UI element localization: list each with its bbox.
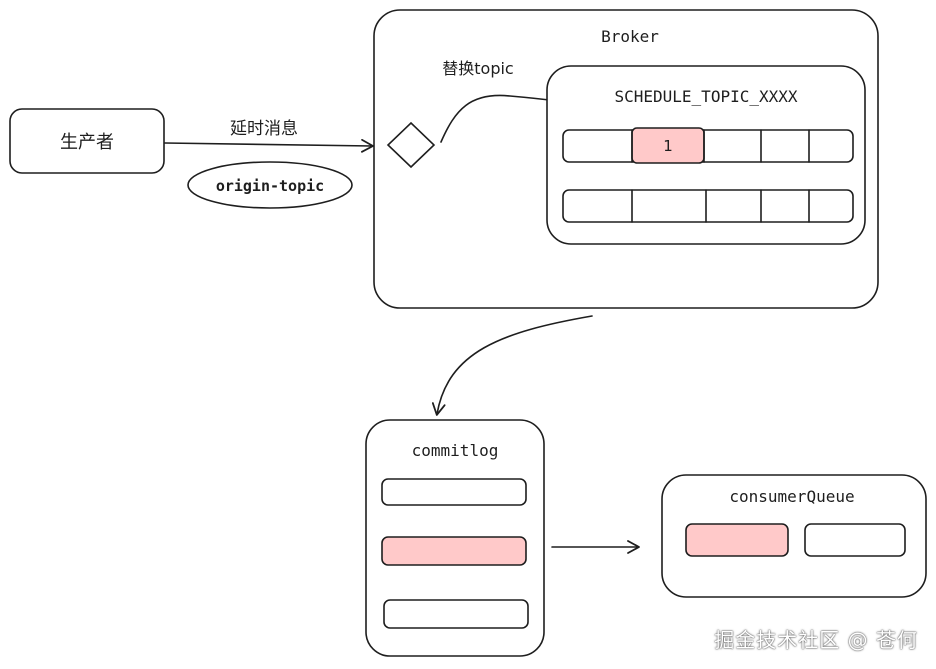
commitlog-container: commitlog xyxy=(365,419,545,657)
send-arrow-label: 延时消息 xyxy=(230,119,298,139)
consumer-queue-entry xyxy=(804,523,906,557)
commitlog-entry-highlighted xyxy=(381,536,527,566)
commitlog-entry xyxy=(381,478,527,506)
consumer-queue-entry-highlighted xyxy=(685,523,789,557)
broker-container: Broker 替换topic SCHEDULE_TOPIC_XXXX 1 xyxy=(373,9,879,309)
broker-title: Broker xyxy=(601,27,659,46)
send-arrow xyxy=(164,138,374,153)
watermark: 掘金技术社区 @ 苍何 xyxy=(714,628,918,652)
consumer-queue-title: consumerQueue xyxy=(729,487,854,506)
persist-arrow xyxy=(431,315,593,416)
schedule-queue-1-cell-label: 1 xyxy=(663,137,673,155)
schedule-queue-1: 1 xyxy=(562,127,854,164)
schedule-topic-title: SCHEDULE_TOPIC_XXXX xyxy=(614,87,797,106)
schedule-queue-2 xyxy=(562,189,854,223)
producer-label: 生产者 xyxy=(60,132,114,153)
replace-topic-label: 替换topic xyxy=(442,59,513,78)
schedule-topic-container: SCHEDULE_TOPIC_XXXX 1 xyxy=(546,65,866,245)
origin-topic-node: origin-topic xyxy=(187,161,353,209)
consumer-queue-container: consumerQueue xyxy=(661,474,927,598)
commitlog-title: commitlog xyxy=(412,441,499,460)
topic-switch-diamond xyxy=(386,121,436,169)
producer-node: 生产者 xyxy=(9,108,165,174)
commitlog-entry xyxy=(383,599,529,629)
origin-topic-label: origin-topic xyxy=(216,177,324,195)
